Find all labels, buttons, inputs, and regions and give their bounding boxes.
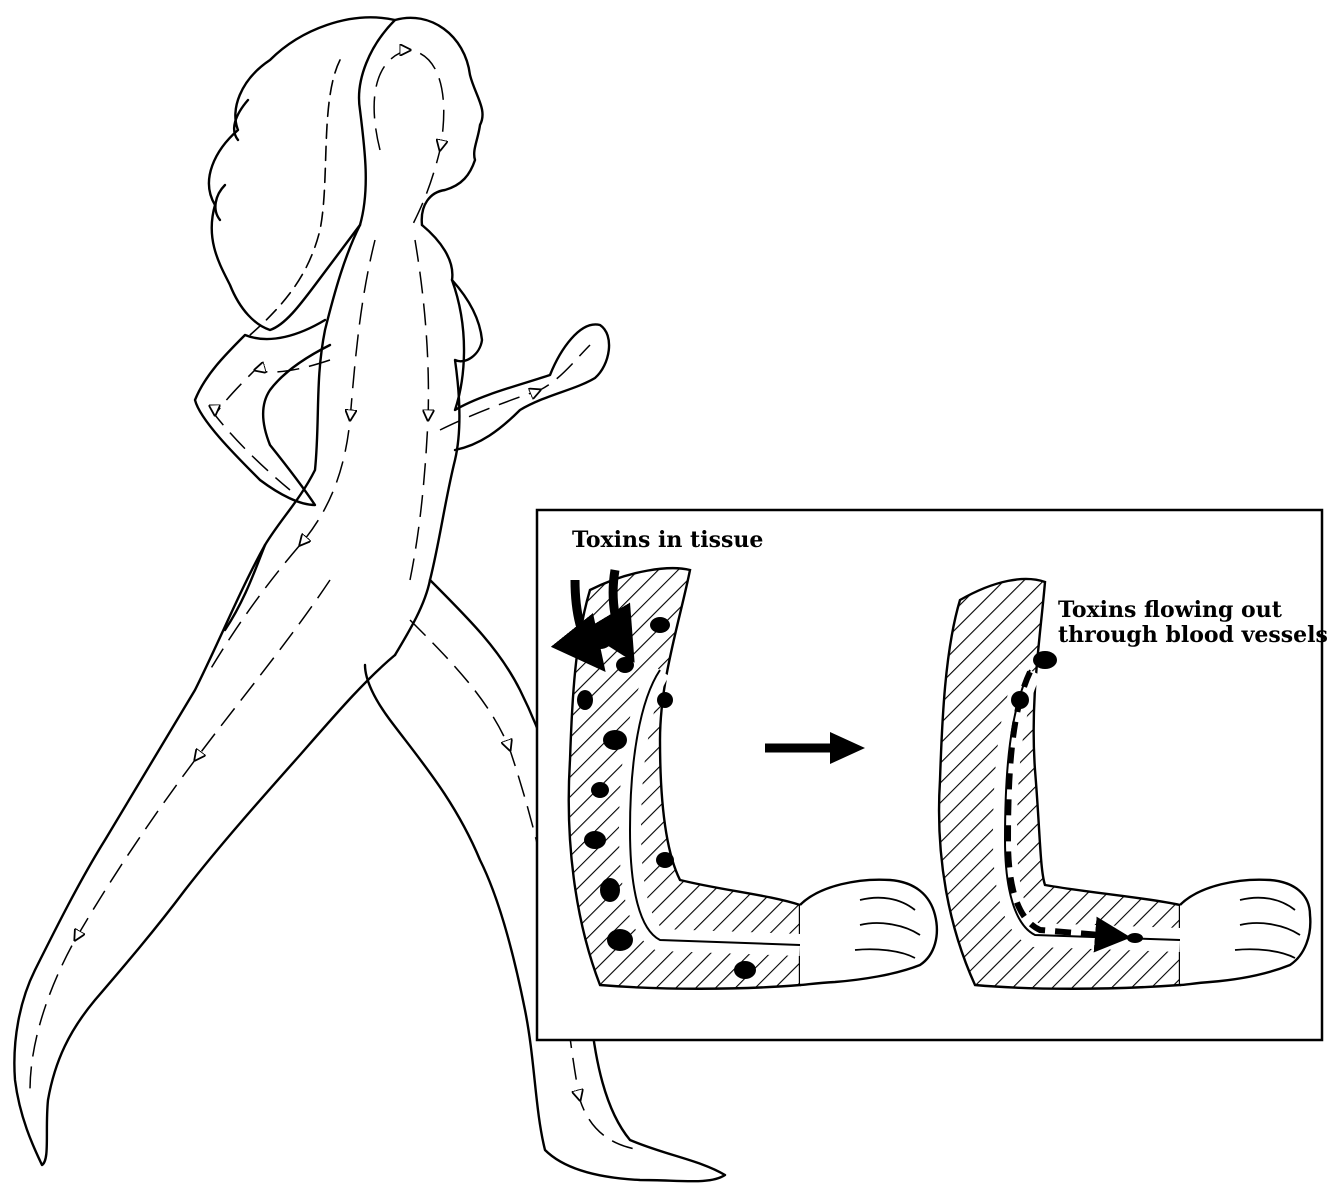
vessel-torso-right [410, 240, 428, 580]
inset-panel: Toxins in tissue Toxins flowing out thro… [537, 510, 1327, 1040]
torso-front [395, 225, 482, 655]
back-leg [14, 545, 395, 1165]
vessel-back-leg [30, 580, 330, 1090]
hair [209, 17, 395, 330]
hair-strand [215, 185, 225, 220]
front-arm [452, 280, 609, 450]
back-outline [225, 225, 360, 630]
vessel-head [374, 50, 444, 230]
label-toxins-flowing-out: Toxins flowing out [1058, 597, 1283, 623]
label-toxins-in-tissue: Toxins in tissue [572, 527, 763, 553]
hair-back-dashed [250, 60, 340, 335]
vessel-front-arm [440, 345, 590, 430]
label-through-blood-vessels: through blood vessels [1058, 622, 1327, 648]
head-outline [395, 18, 483, 225]
vessel-back-arm [215, 360, 330, 490]
